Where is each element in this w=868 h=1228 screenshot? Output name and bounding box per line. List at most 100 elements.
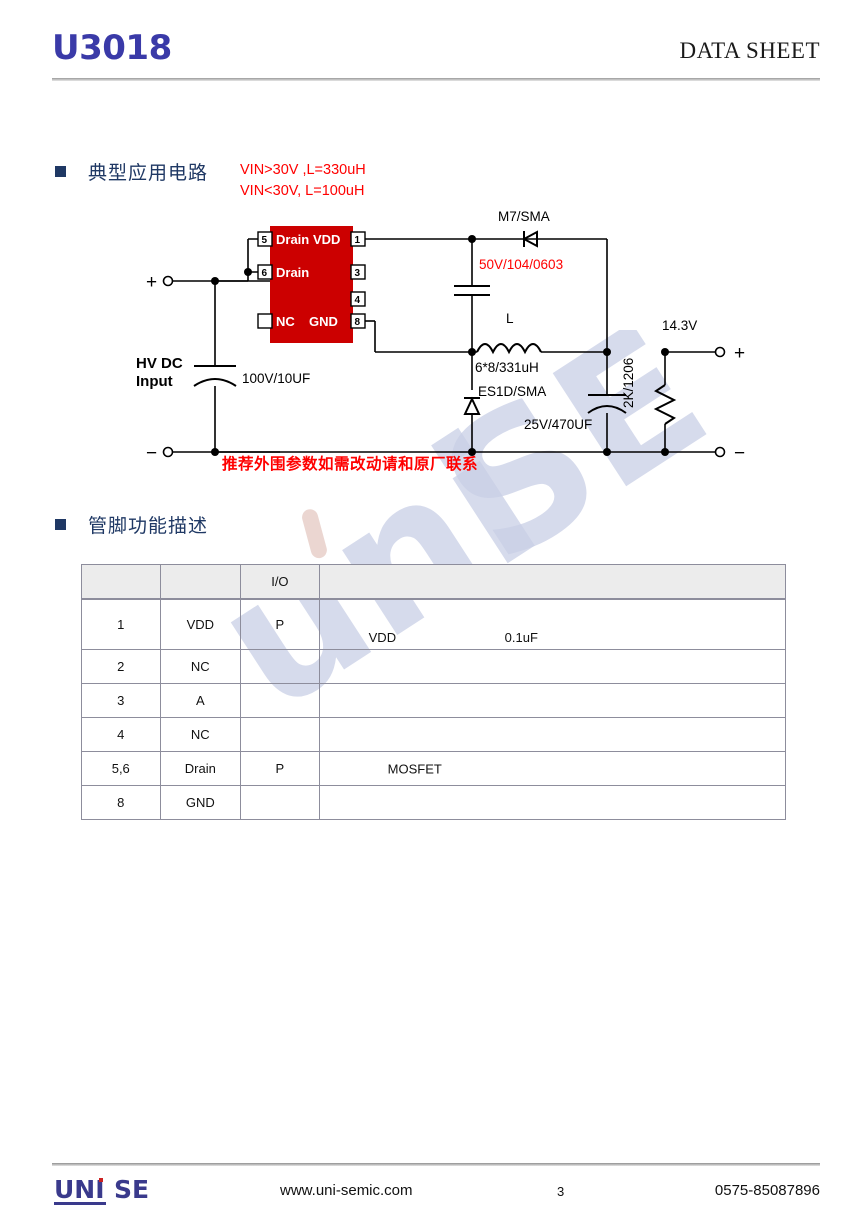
cell-description-part-b: 0.1uF: [504, 630, 538, 645]
section-heading-typical-application-circuit: 典型应用电路: [55, 158, 208, 185]
ic-pin-label-nc: NC: [276, 314, 295, 329]
cell-pin-io: [240, 717, 320, 752]
application-circuit-diagram: + − 100V/10UF HV DC Input: [120, 200, 760, 490]
footer-phone: 0575-85087896: [714, 1182, 820, 1199]
inductor-symbol: [476, 343, 542, 355]
cell-pin-name: Drain: [159, 751, 242, 786]
cell-pin-description: [318, 717, 787, 752]
cell-pin-io: [240, 785, 320, 820]
ic-pin-1: 1: [350, 231, 366, 247]
cell-pin-io: [240, 683, 320, 718]
svg-text:1: 1: [355, 235, 361, 246]
junction-bottom-cap: [603, 448, 611, 456]
footer-page-number: 3: [557, 1184, 565, 1199]
table-header-row: I/O: [81, 564, 787, 600]
cell-pin-number: 1: [81, 598, 161, 650]
cell-pin-description: MOSFET: [318, 751, 787, 786]
input-plus-sign: +: [146, 272, 157, 293]
junction-drain-feed: [244, 268, 252, 276]
ic-pin-label-gnd: GND: [309, 314, 338, 329]
cell-pin-io: P: [240, 751, 320, 786]
ic-pin-label-drain-5: Drain: [276, 232, 309, 247]
svg-text:3: 3: [355, 268, 361, 279]
footer-website[interactable]: www.uni-semic.com: [280, 1182, 413, 1199]
ic-pin-5: 5: [257, 231, 273, 247]
diode-es1d-label: ES1D/SMA: [478, 384, 546, 399]
svg-text:4: 4: [355, 295, 361, 306]
table-header-description: [318, 564, 787, 600]
logo-text-uni: UNI: [54, 1176, 105, 1204]
logo-accent-dot: [99, 1178, 103, 1182]
cell-pin-number: 2: [81, 649, 161, 684]
diode-es1d-sma-symbol: [463, 396, 481, 415]
output-plus-sign: +: [734, 343, 745, 364]
cell-pin-name: GND: [159, 785, 242, 820]
capacitor-50v-label: 50V/104/0603: [479, 257, 563, 272]
ic-pin-4: 4: [350, 291, 366, 307]
inductor-value-label: 6*8/331uH: [475, 360, 539, 375]
output-minus-sign: −: [734, 443, 745, 464]
input-source-label-line2: Input: [136, 373, 173, 390]
ic-pin-nc: [257, 313, 273, 329]
cell-pin-description: [318, 649, 787, 684]
logo-underline: [54, 1202, 106, 1205]
table-row: 2 NC: [81, 649, 787, 684]
header-divider: [52, 78, 820, 81]
inductor-ref-label: L: [506, 311, 514, 326]
input-minus-sign: −: [146, 443, 157, 464]
ic-pin-3: 3: [350, 264, 366, 280]
cell-pin-name: NC: [159, 649, 242, 684]
resistor-symbol: [653, 384, 677, 425]
cell-pin-number: 8: [81, 785, 161, 820]
cell-pin-description: [318, 683, 787, 718]
cell-pin-number: 5,6: [81, 751, 161, 786]
table-row: 4 NC: [81, 717, 787, 752]
table-row: 1 VDD P VDD 0.1uF: [81, 598, 787, 650]
cell-pin-name: VDD: [159, 598, 242, 650]
cell-pin-io: P: [240, 598, 320, 650]
square-bullet-icon-2: [55, 519, 66, 530]
cell-pin-name: A: [159, 683, 242, 718]
input-source-label-line1: HV DC: [136, 355, 183, 372]
cell-description-part-c: MOSFET: [387, 761, 442, 776]
table-row: 8 GND: [81, 785, 787, 820]
pin-function-table: I/O 1 VDD P VDD 0.1uF 2 NC: [81, 564, 787, 820]
output-minus-terminal: [714, 446, 726, 458]
svg-text:6: 6: [262, 268, 268, 279]
page-header: U3018 DATA SHEET: [52, 28, 820, 84]
document-type: DATA SHEET: [679, 38, 820, 63]
cell-pin-number: 3: [81, 683, 161, 718]
table-row: 5,6 Drain P MOSFET: [81, 751, 787, 786]
input-capacitor-label: 100V/10UF: [242, 371, 310, 386]
ic-pin-label-drain-6: Drain: [276, 265, 309, 280]
watermark-accent: [302, 509, 327, 559]
logo-text-se: SE: [114, 1176, 149, 1204]
svg-text:8: 8: [355, 317, 361, 328]
section-title-pins: 管脚功能描述: [88, 515, 209, 537]
cell-pin-description: [318, 785, 787, 820]
cell-pin-io: [240, 649, 320, 684]
table-header-pin-name: [159, 564, 242, 600]
cell-pin-description: VDD 0.1uF: [318, 598, 787, 650]
output-voltage-label: 14.3V: [662, 318, 697, 333]
square-bullet-icon: [55, 166, 66, 177]
junction-bottom-es1d: [468, 448, 476, 456]
output-plus-terminal: [714, 346, 726, 358]
svg-text:5: 5: [262, 235, 268, 246]
circuit-note-line-1: VIN>30V ,L=330uH: [240, 162, 366, 178]
circuit-note-line-2: VIN<30V, L=100uH: [240, 183, 365, 199]
section-heading-pin-function-description: 管脚功能描述: [55, 511, 208, 538]
ic-pin-8: 8: [350, 313, 366, 329]
diode-m7-sma-symbol: [521, 230, 538, 248]
circuit-inductor-notes: VIN>30V ,L=330uH VIN<30V, L=100uH: [240, 160, 366, 202]
input-capacitor-symbol: [193, 365, 237, 387]
resistor-label: 2K/1206: [621, 358, 636, 408]
page-footer: UNI SE www.uni-semic.com 3 0575-85087896: [52, 1175, 820, 1215]
cell-pin-name: NC: [159, 717, 242, 752]
page-title: U3018: [52, 28, 172, 68]
company-logo: UNI SE: [52, 1175, 172, 1215]
section-title-circuit: 典型应用电路: [88, 162, 209, 184]
table-header-io: I/O: [240, 564, 320, 600]
ic-pin-6: 6: [257, 264, 273, 280]
diode-m7-sma-label: M7/SMA: [498, 209, 550, 224]
